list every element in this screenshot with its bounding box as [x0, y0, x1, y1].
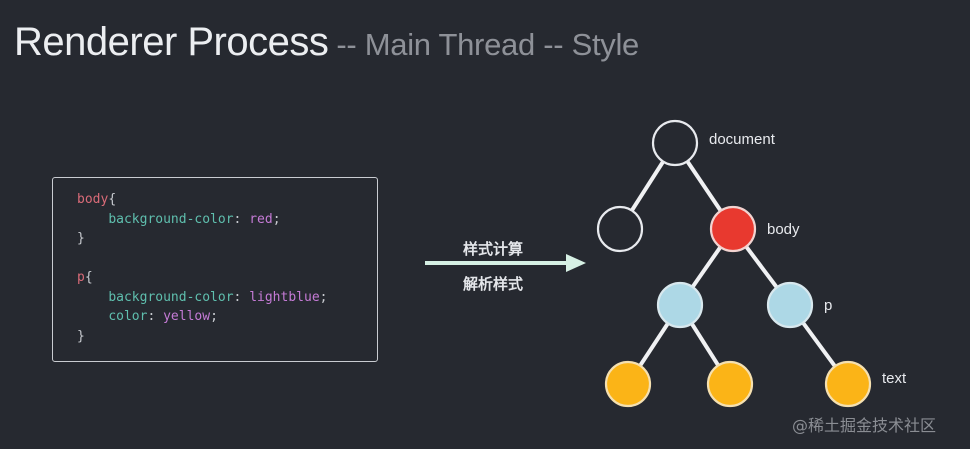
tree-node-p-right	[766, 281, 814, 329]
property: color	[108, 309, 148, 324]
open-brace: {	[84, 270, 93, 285]
colon: :	[147, 309, 156, 324]
node-label-body: body	[767, 221, 800, 238]
colon: :	[233, 289, 242, 305]
node-label-text-3: text	[882, 370, 907, 387]
semicolon: ;	[210, 309, 218, 324]
tree-node-text-3	[824, 360, 872, 408]
node-label-document: document	[709, 131, 776, 148]
value: red	[249, 211, 273, 227]
close-brace: }	[77, 231, 85, 246]
tree-node-body	[709, 205, 757, 253]
value: yellow	[163, 309, 211, 324]
css-code: body{ background-color: red; } p{ backgr…	[77, 190, 327, 346]
arrow-icon	[425, 254, 586, 272]
css-code-block: body{ background-color: red; } p{ backgr…	[52, 177, 378, 362]
colon: :	[233, 211, 242, 227]
close-brace: }	[77, 328, 85, 344]
tree-node-text-2	[706, 360, 754, 408]
title-sub: -- Main Thread -- Style	[336, 27, 639, 62]
semicolon: ;	[272, 211, 281, 227]
arrow-label-parse-style: 解析样式	[463, 275, 524, 293]
tree-node-p-left	[656, 281, 704, 329]
semicolon: ;	[319, 289, 328, 305]
watermark: @稀土掘金技术社区	[792, 416, 937, 435]
tree-node-text-1	[604, 360, 652, 408]
value: lightblue	[249, 289, 320, 305]
tree-node-left-child	[596, 205, 644, 253]
node-label-p-right: p	[824, 297, 832, 314]
selector-p: p	[77, 270, 85, 285]
property: background-color	[108, 211, 234, 227]
tree-node-document	[651, 119, 699, 167]
slide-title: Renderer Process-- Main Thread -- Style	[14, 22, 639, 62]
selector-body: body	[77, 192, 109, 207]
property: background-color	[108, 289, 234, 305]
arrow-label-style-computation: 样式计算	[463, 240, 524, 258]
open-brace: {	[108, 192, 117, 207]
arrow-head	[566, 254, 586, 272]
title-main: Renderer Process	[14, 20, 329, 64]
